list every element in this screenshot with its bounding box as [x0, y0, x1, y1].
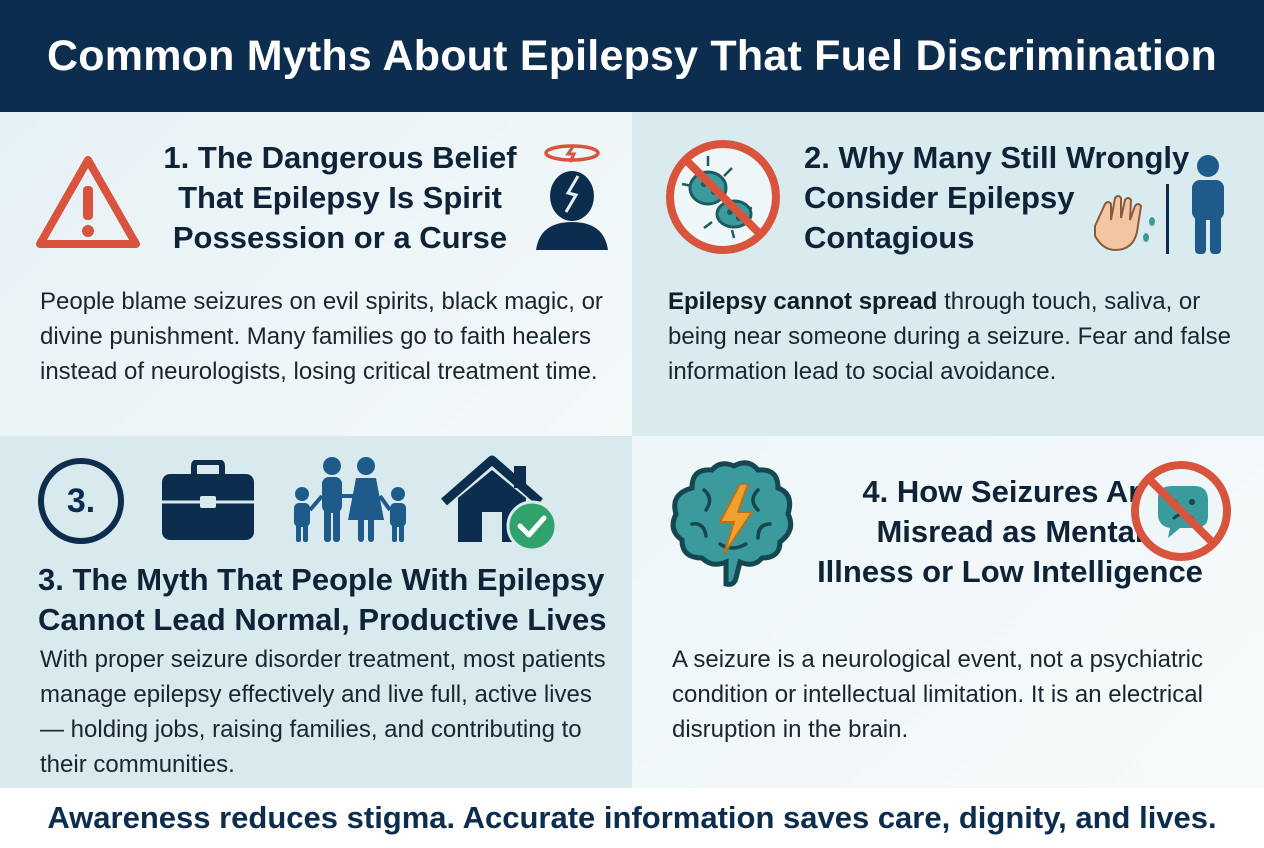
- myth-3-title: 3. The Myth That People With Epilepsy Ca…: [20, 560, 620, 640]
- person-icon: [1192, 155, 1224, 254]
- myth-1-title-line-3: Possession or a Curse: [172, 220, 508, 255]
- myth-2-body: Epilepsy cannot spread through touch, sa…: [668, 284, 1248, 389]
- myth-1-card: 1. The Dangerous Belief That Epilepsy Is…: [0, 112, 632, 436]
- myth-2-title-line-3: Contagious: [804, 220, 975, 255]
- myth-4-title: 4. How Seizures Are Misread as Mental Il…: [800, 472, 1220, 592]
- myth-1-title-line-2: That Epilepsy Is Spirit: [178, 180, 502, 215]
- myth-3-card: 3. 3. The Myth That People With Epilepsy…: [0, 436, 632, 788]
- myth-3-body: With proper seizure disorder treatment, …: [40, 646, 606, 778]
- myth-2-title-line-2: Consider Epilepsy: [804, 180, 1075, 215]
- myth-2-body-emphasis: Epilepsy cannot spread: [668, 288, 938, 315]
- myth-2-body-text: through touch, saliva, or being near som…: [668, 288, 1232, 385]
- head-lightning-icon: [536, 144, 608, 250]
- no-germs-icon: [666, 140, 780, 254]
- myth-4-title-line-2: Misread as Mental: [876, 514, 1144, 549]
- family-icon: [294, 457, 406, 542]
- house-check-icon: [441, 455, 558, 552]
- divider-line: [1166, 184, 1169, 254]
- myth-3-title-line-2: Cannot Lead Normal, Productive Lives: [38, 602, 607, 637]
- briefcase-icon: [162, 460, 254, 540]
- myth-2-title-line-1: 2. Why Many Still Wrongly: [804, 140, 1190, 175]
- myth-2-card: 2. Why Many Still Wrongly Consider Epile…: [632, 112, 1264, 436]
- myth-2-title: 2. Why Many Still Wrongly Consider Epile…: [804, 138, 1204, 258]
- myth-4-title-line-1: 4. How Seizures Are: [862, 474, 1158, 509]
- number-3-badge: 3.: [38, 458, 124, 544]
- footer-tagline: Awareness reduces stigma. Accurate infor…: [47, 800, 1217, 835]
- page-title: Common Myths About Epilepsy That Fuel Di…: [47, 31, 1217, 80]
- no-sad-chat-icon: [1131, 461, 1231, 561]
- myth-1-title-line-1: 1. The Dangerous Belief: [163, 140, 517, 175]
- myth-4-title-line-3: Illness or Low Intelligence: [817, 554, 1203, 589]
- brain-lightning-icon: [670, 460, 794, 587]
- warning-triangle-icon: [36, 156, 140, 248]
- myth-1-body: People blame seizures on evil spirits, b…: [40, 288, 603, 385]
- myth-1-title: 1. The Dangerous Belief That Epilepsy Is…: [150, 138, 530, 258]
- footer-banner: Awareness reduces stigma. Accurate infor…: [0, 788, 1264, 848]
- number-3-badge-label: 3.: [66, 481, 96, 520]
- hand-droplets-icon: [1094, 195, 1155, 252]
- myth-3-title-line-1: 3. The Myth That People With Epilepsy: [38, 562, 605, 597]
- myth-4-card: 4. How Seizures Are Misread as Mental Il…: [632, 436, 1264, 788]
- myth-4-body: A seizure is a neurological event, not a…: [672, 646, 1203, 743]
- page-header: Common Myths About Epilepsy That Fuel Di…: [0, 0, 1264, 112]
